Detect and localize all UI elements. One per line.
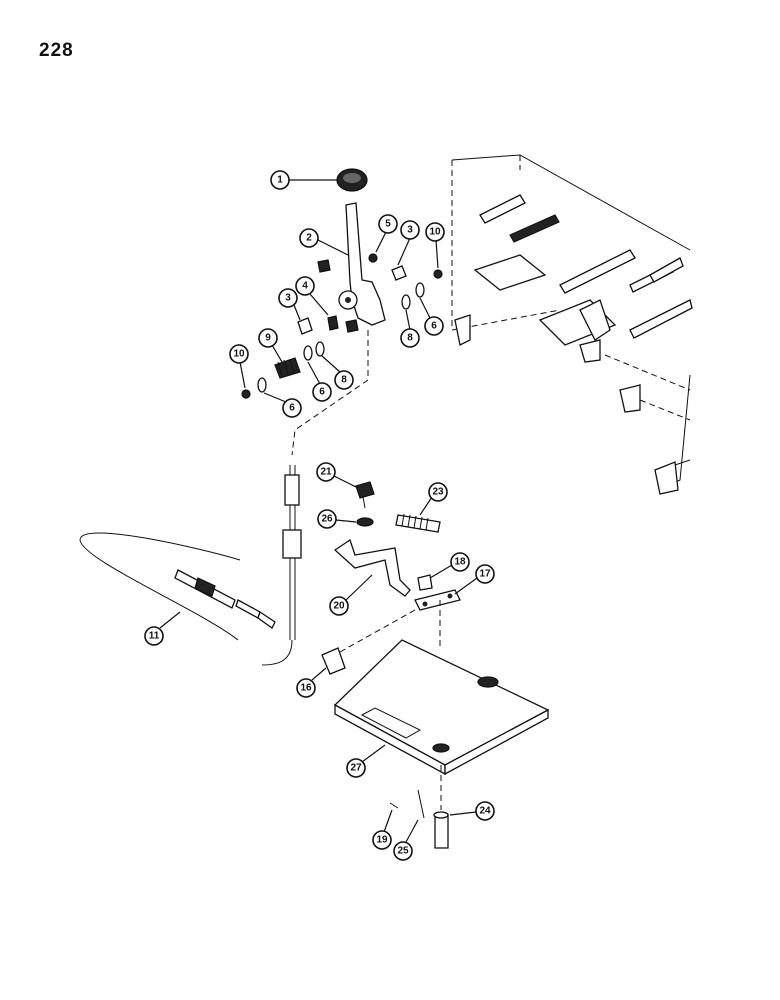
- callout-24: 24: [449, 801, 495, 821]
- callout-6a: 6: [419, 297, 444, 336]
- callout-17: 17: [454, 564, 495, 595]
- callout-label: 16: [300, 683, 312, 694]
- callout-label: 1: [277, 175, 283, 186]
- transmission-housing: [451, 154, 693, 495]
- cover-plate: [333, 639, 550, 776]
- callout-27: 27: [346, 744, 386, 778]
- page-number: 228: [39, 40, 74, 61]
- callout-label: 2: [306, 233, 312, 244]
- shift-cable: [79, 330, 369, 666]
- callout-label: 8: [407, 333, 413, 344]
- callout-label: 10: [429, 227, 441, 238]
- callout-23: 23: [419, 482, 448, 516]
- callout-18: 18: [429, 552, 470, 579]
- callout-8a: 8: [400, 309, 420, 348]
- callout-label: 3: [407, 225, 413, 236]
- callout-label: 25: [397, 846, 409, 857]
- callout-label: 6: [431, 321, 437, 332]
- lower-linkage: [321, 481, 461, 675]
- lower-pins: [389, 765, 449, 849]
- callout-label: 10: [233, 349, 245, 360]
- callout-label: 5: [385, 219, 391, 230]
- callout-3a: 3: [397, 220, 420, 266]
- callout-25: 25: [393, 819, 419, 861]
- callout-16: 16: [296, 667, 327, 698]
- callout-2: 2: [299, 228, 349, 256]
- callout-label: 4: [302, 281, 308, 292]
- callout-label: 6: [289, 403, 295, 414]
- callout-6b: 6: [307, 361, 332, 402]
- callout-21: 21: [316, 462, 359, 489]
- callout-26: 26: [317, 509, 357, 529]
- callout-label: 8: [341, 375, 347, 386]
- callout-4: 4: [295, 276, 329, 316]
- callout-11: 11: [144, 611, 181, 646]
- callout-label: 11: [149, 631, 160, 642]
- callout-label: 17: [479, 569, 491, 580]
- callout-label: 27: [350, 763, 362, 774]
- callout-19: 19: [372, 809, 393, 850]
- callout-8b: 8: [321, 355, 354, 390]
- callout-label: 6: [319, 387, 325, 398]
- callout-label: 21: [320, 467, 332, 478]
- callout-10a: 10: [425, 222, 445, 269]
- callout-1: 1: [270, 170, 337, 190]
- gear-lever-assembly: [241, 168, 443, 399]
- callout-9: 9: [258, 328, 283, 363]
- callout-label: 18: [454, 557, 466, 568]
- callout-10b: 10: [229, 344, 249, 389]
- callout-6c: 6: [263, 392, 302, 418]
- callout-label: 19: [376, 835, 388, 846]
- callout-label: 9: [265, 333, 271, 344]
- callout-3b: 3: [278, 288, 301, 321]
- callout-label: 3: [285, 293, 291, 304]
- callout-label: 20: [333, 601, 345, 612]
- callout-label: 26: [321, 514, 333, 525]
- callout-label: 24: [479, 806, 491, 817]
- callout-20: 20: [329, 574, 373, 616]
- callout-label: 23: [432, 487, 444, 498]
- callout-5: 5: [375, 214, 398, 253]
